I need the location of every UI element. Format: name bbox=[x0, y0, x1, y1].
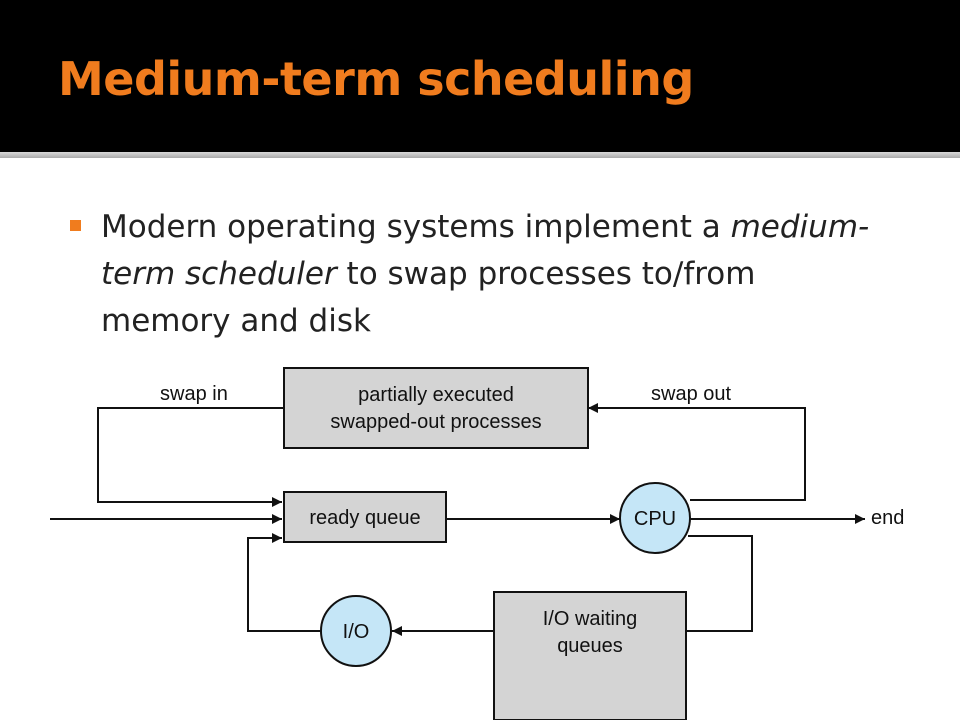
cpu-label: CPU bbox=[634, 508, 676, 530]
scheduling-diagram: partially executed swapped-out processes… bbox=[50, 367, 904, 720]
swap-out-label: swap out bbox=[651, 383, 731, 405]
title-divider bbox=[0, 152, 960, 158]
io-to-ready-arrow bbox=[247, 533, 320, 632]
slide-content: Modern operating systems implement a med… bbox=[0, 158, 960, 720]
bullet-text-part2: to swap processes to/from memory and dis… bbox=[101, 256, 756, 339]
swap-in-arrow bbox=[97, 407, 284, 507]
swapped-out-line1: partially executed bbox=[358, 384, 514, 406]
ready-queue-box bbox=[283, 491, 447, 543]
swap-in-label: swap in bbox=[160, 383, 228, 405]
io-queue-line2: queues bbox=[557, 635, 623, 657]
swapped-out-processes-box bbox=[283, 367, 589, 449]
io-circle bbox=[320, 595, 392, 667]
end-label: end bbox=[871, 507, 904, 529]
io-queue-line1: I/O waiting bbox=[543, 608, 637, 630]
io-waiting-queues-box bbox=[493, 591, 687, 720]
cpu-circle bbox=[619, 482, 691, 554]
bullet-text-part1: Modern operating systems implement a bbox=[101, 209, 731, 245]
bullet-text: Modern operating systems implement a med… bbox=[101, 204, 881, 345]
swap-out-arrow bbox=[588, 403, 806, 501]
ready-queue-label: ready queue bbox=[309, 507, 420, 529]
io-label: I/O bbox=[343, 621, 370, 643]
swapped-out-line2: swapped-out processes bbox=[330, 411, 541, 433]
title-bar: Medium-term scheduling bbox=[0, 0, 960, 152]
cpu-to-io-queue-arrow bbox=[686, 535, 753, 632]
slide-title: Medium-term scheduling bbox=[58, 52, 694, 106]
bullet-square-icon bbox=[70, 220, 81, 231]
bullet-text-emphasis: medium-term scheduler bbox=[101, 209, 870, 292]
